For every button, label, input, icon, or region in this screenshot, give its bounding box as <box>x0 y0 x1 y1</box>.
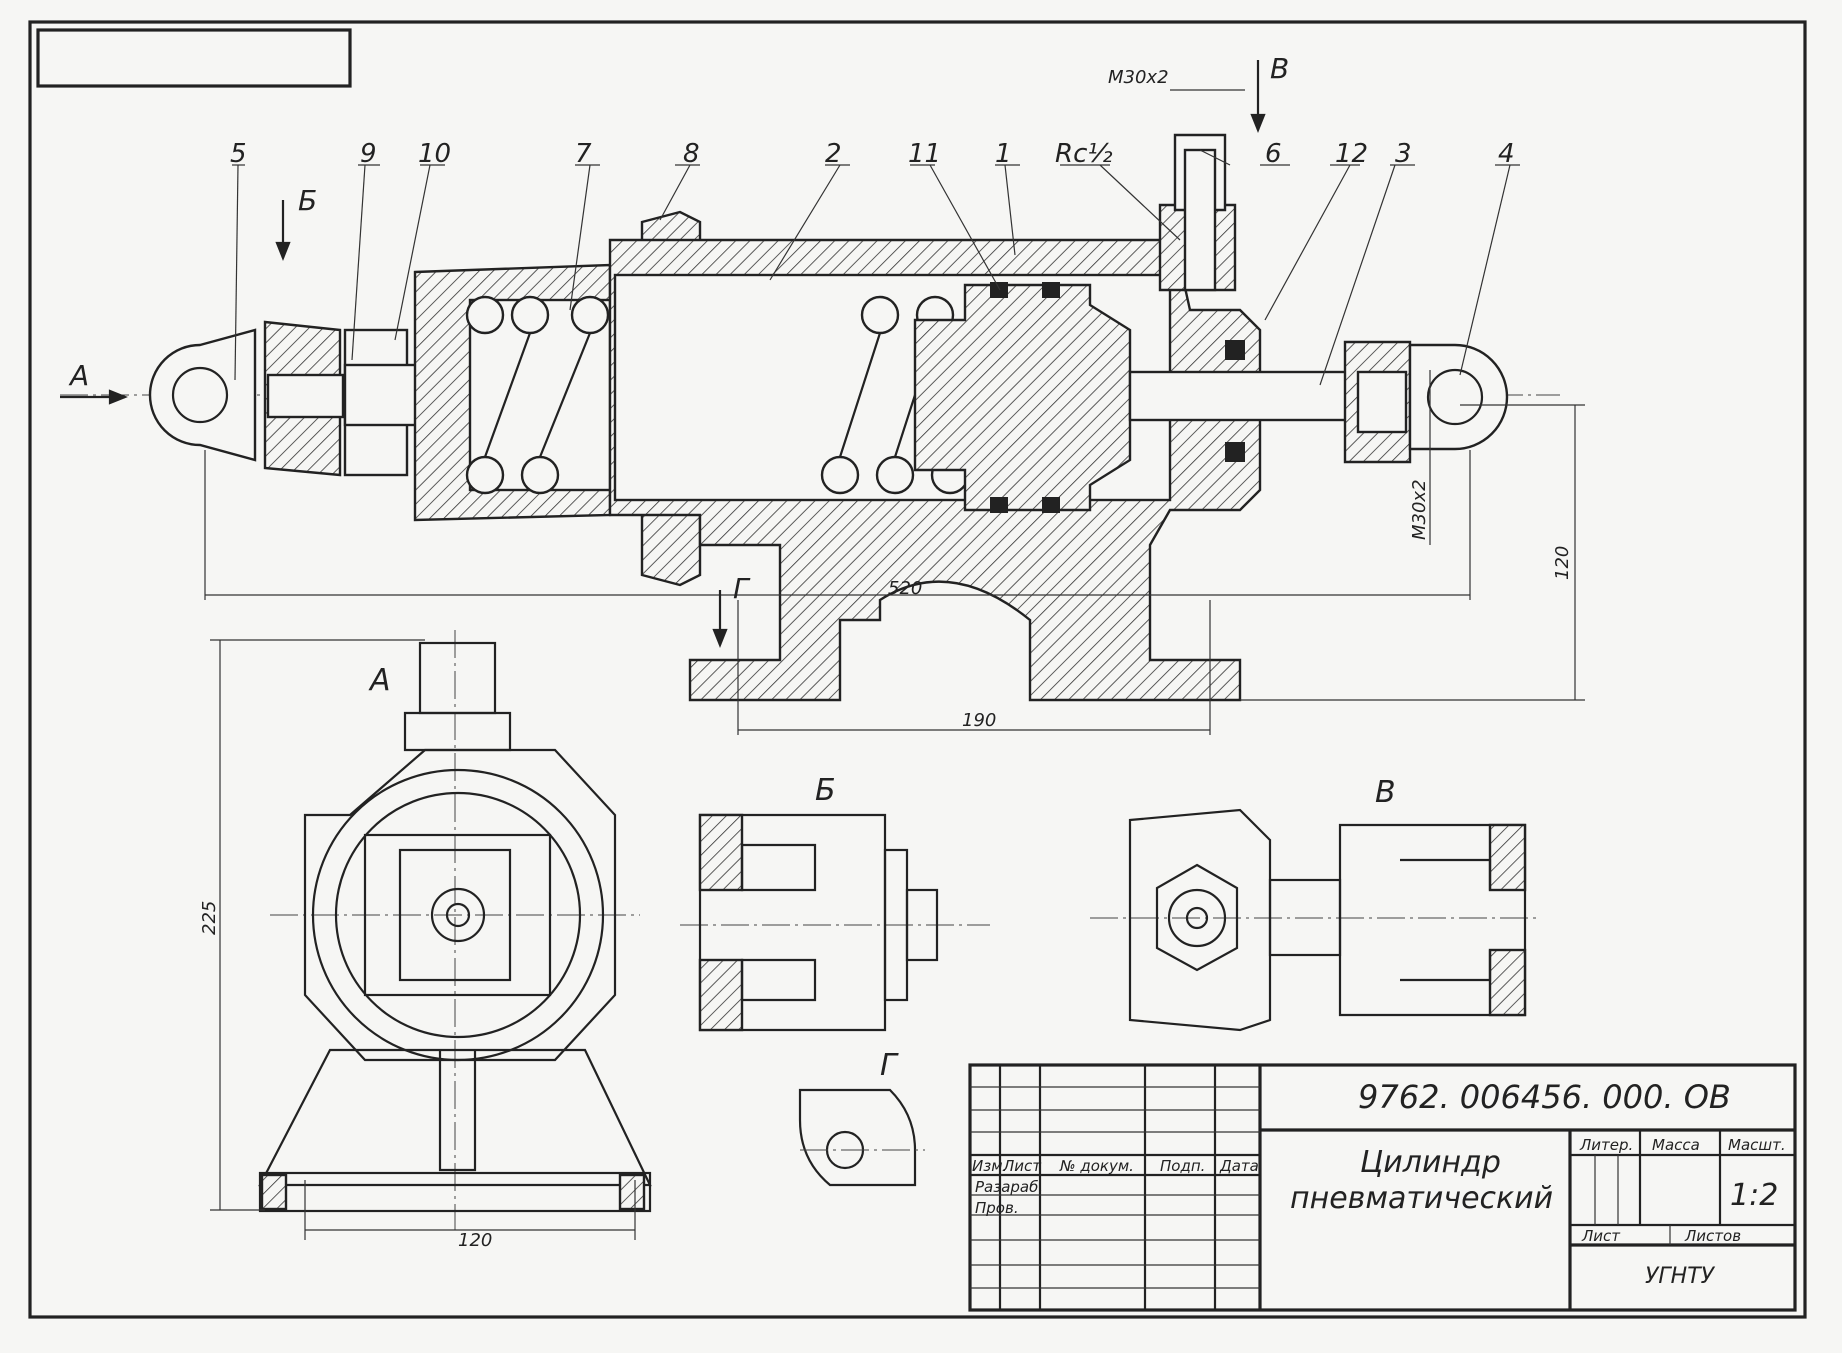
dim-height: 120 <box>1552 546 1573 580</box>
thread-side-label: M30x2 <box>1409 479 1430 540</box>
view-b: Б <box>680 773 990 1032</box>
leader-3: 3 <box>1395 139 1412 169</box>
col-list: Лист <box>1002 1157 1042 1175</box>
view-b-title: Б <box>815 773 836 808</box>
view-v: В <box>1090 775 1540 1032</box>
leader-rc: Rc½ <box>1055 139 1113 169</box>
leader-10: 10 <box>418 139 451 169</box>
mass-label: Масса <box>1652 1136 1700 1154</box>
dim-front-height: 225 <box>199 901 220 935</box>
col-sign: Подп. <box>1160 1157 1205 1175</box>
leader-1: 1 <box>995 139 1012 169</box>
leader-8: 8 <box>683 139 700 169</box>
left-clevis <box>148 320 345 477</box>
scale-value: 1:2 <box>1730 1178 1778 1213</box>
air-fitting <box>1158 133 1237 292</box>
col-date: Дата <box>1219 1157 1259 1175</box>
leader-2: 2 <box>825 139 842 169</box>
seal-rings <box>990 282 1245 513</box>
view-mark-b: Б <box>298 184 317 217</box>
view-arrows <box>60 60 1266 648</box>
designation: 9762. 006456. 000. ОВ <box>1358 1078 1731 1116</box>
main-section-view: 5 9 10 7 8 2 11 1 Rc½ 6 12 3 4 M30x2 M30… <box>60 52 1585 735</box>
leader-4: 4 <box>1498 139 1515 169</box>
sheet-label: Лист <box>1581 1227 1621 1245</box>
org-name: УГНТУ <box>1645 1264 1716 1289</box>
col-doc: № докум. <box>1059 1157 1134 1175</box>
dim-front-base: 120 <box>458 1230 492 1251</box>
title-block: 9762. 006456. 000. ОВ Цилиндр пневматиче… <box>968 1063 1797 1312</box>
row-developed: Разараб. <box>975 1178 1043 1196</box>
leader-9: 9 <box>360 139 377 169</box>
dim-base: 190 <box>962 710 996 731</box>
liter-label: Литер. <box>1579 1136 1633 1154</box>
drawing-frame <box>28 20 1807 1319</box>
view-g-title: Г <box>880 1048 899 1083</box>
scale-label: Масшт. <box>1728 1136 1786 1154</box>
right-clevis <box>1343 340 1509 464</box>
leader-11: 11 <box>908 139 941 169</box>
leader-5: 5 <box>230 139 247 169</box>
title-line2: пневматический <box>1290 1181 1553 1216</box>
dim-length: 520 <box>888 578 922 599</box>
view-mark-a: А <box>68 359 89 392</box>
view-v-title: В <box>1375 775 1396 810</box>
col-izm: Изм. <box>972 1157 1007 1175</box>
view-a: А 225 120 <box>199 630 652 1251</box>
thread-top-label: M30x2 <box>1108 67 1169 88</box>
dimension-lines <box>204 89 1585 735</box>
leader-6: 6 <box>1265 139 1282 169</box>
view-g: Г <box>798 1048 925 1187</box>
piston <box>913 283 1132 512</box>
row-checked: Пров. <box>975 1199 1019 1217</box>
leader-7: 7 <box>575 139 592 169</box>
leader-lines <box>232 149 1520 386</box>
view-mark-v: В <box>1270 52 1289 85</box>
view-a-title: А <box>368 663 391 698</box>
part-numbers: 5 9 10 7 8 2 11 1 Rc½ 6 12 3 4 <box>230 139 1515 169</box>
sheets-label: Листов <box>1684 1227 1741 1245</box>
view-mark-g: Г <box>733 572 751 605</box>
leader-12: 12 <box>1335 139 1368 169</box>
piston-rod <box>1128 370 1372 422</box>
title-line1: Цилиндр <box>1360 1145 1501 1180</box>
